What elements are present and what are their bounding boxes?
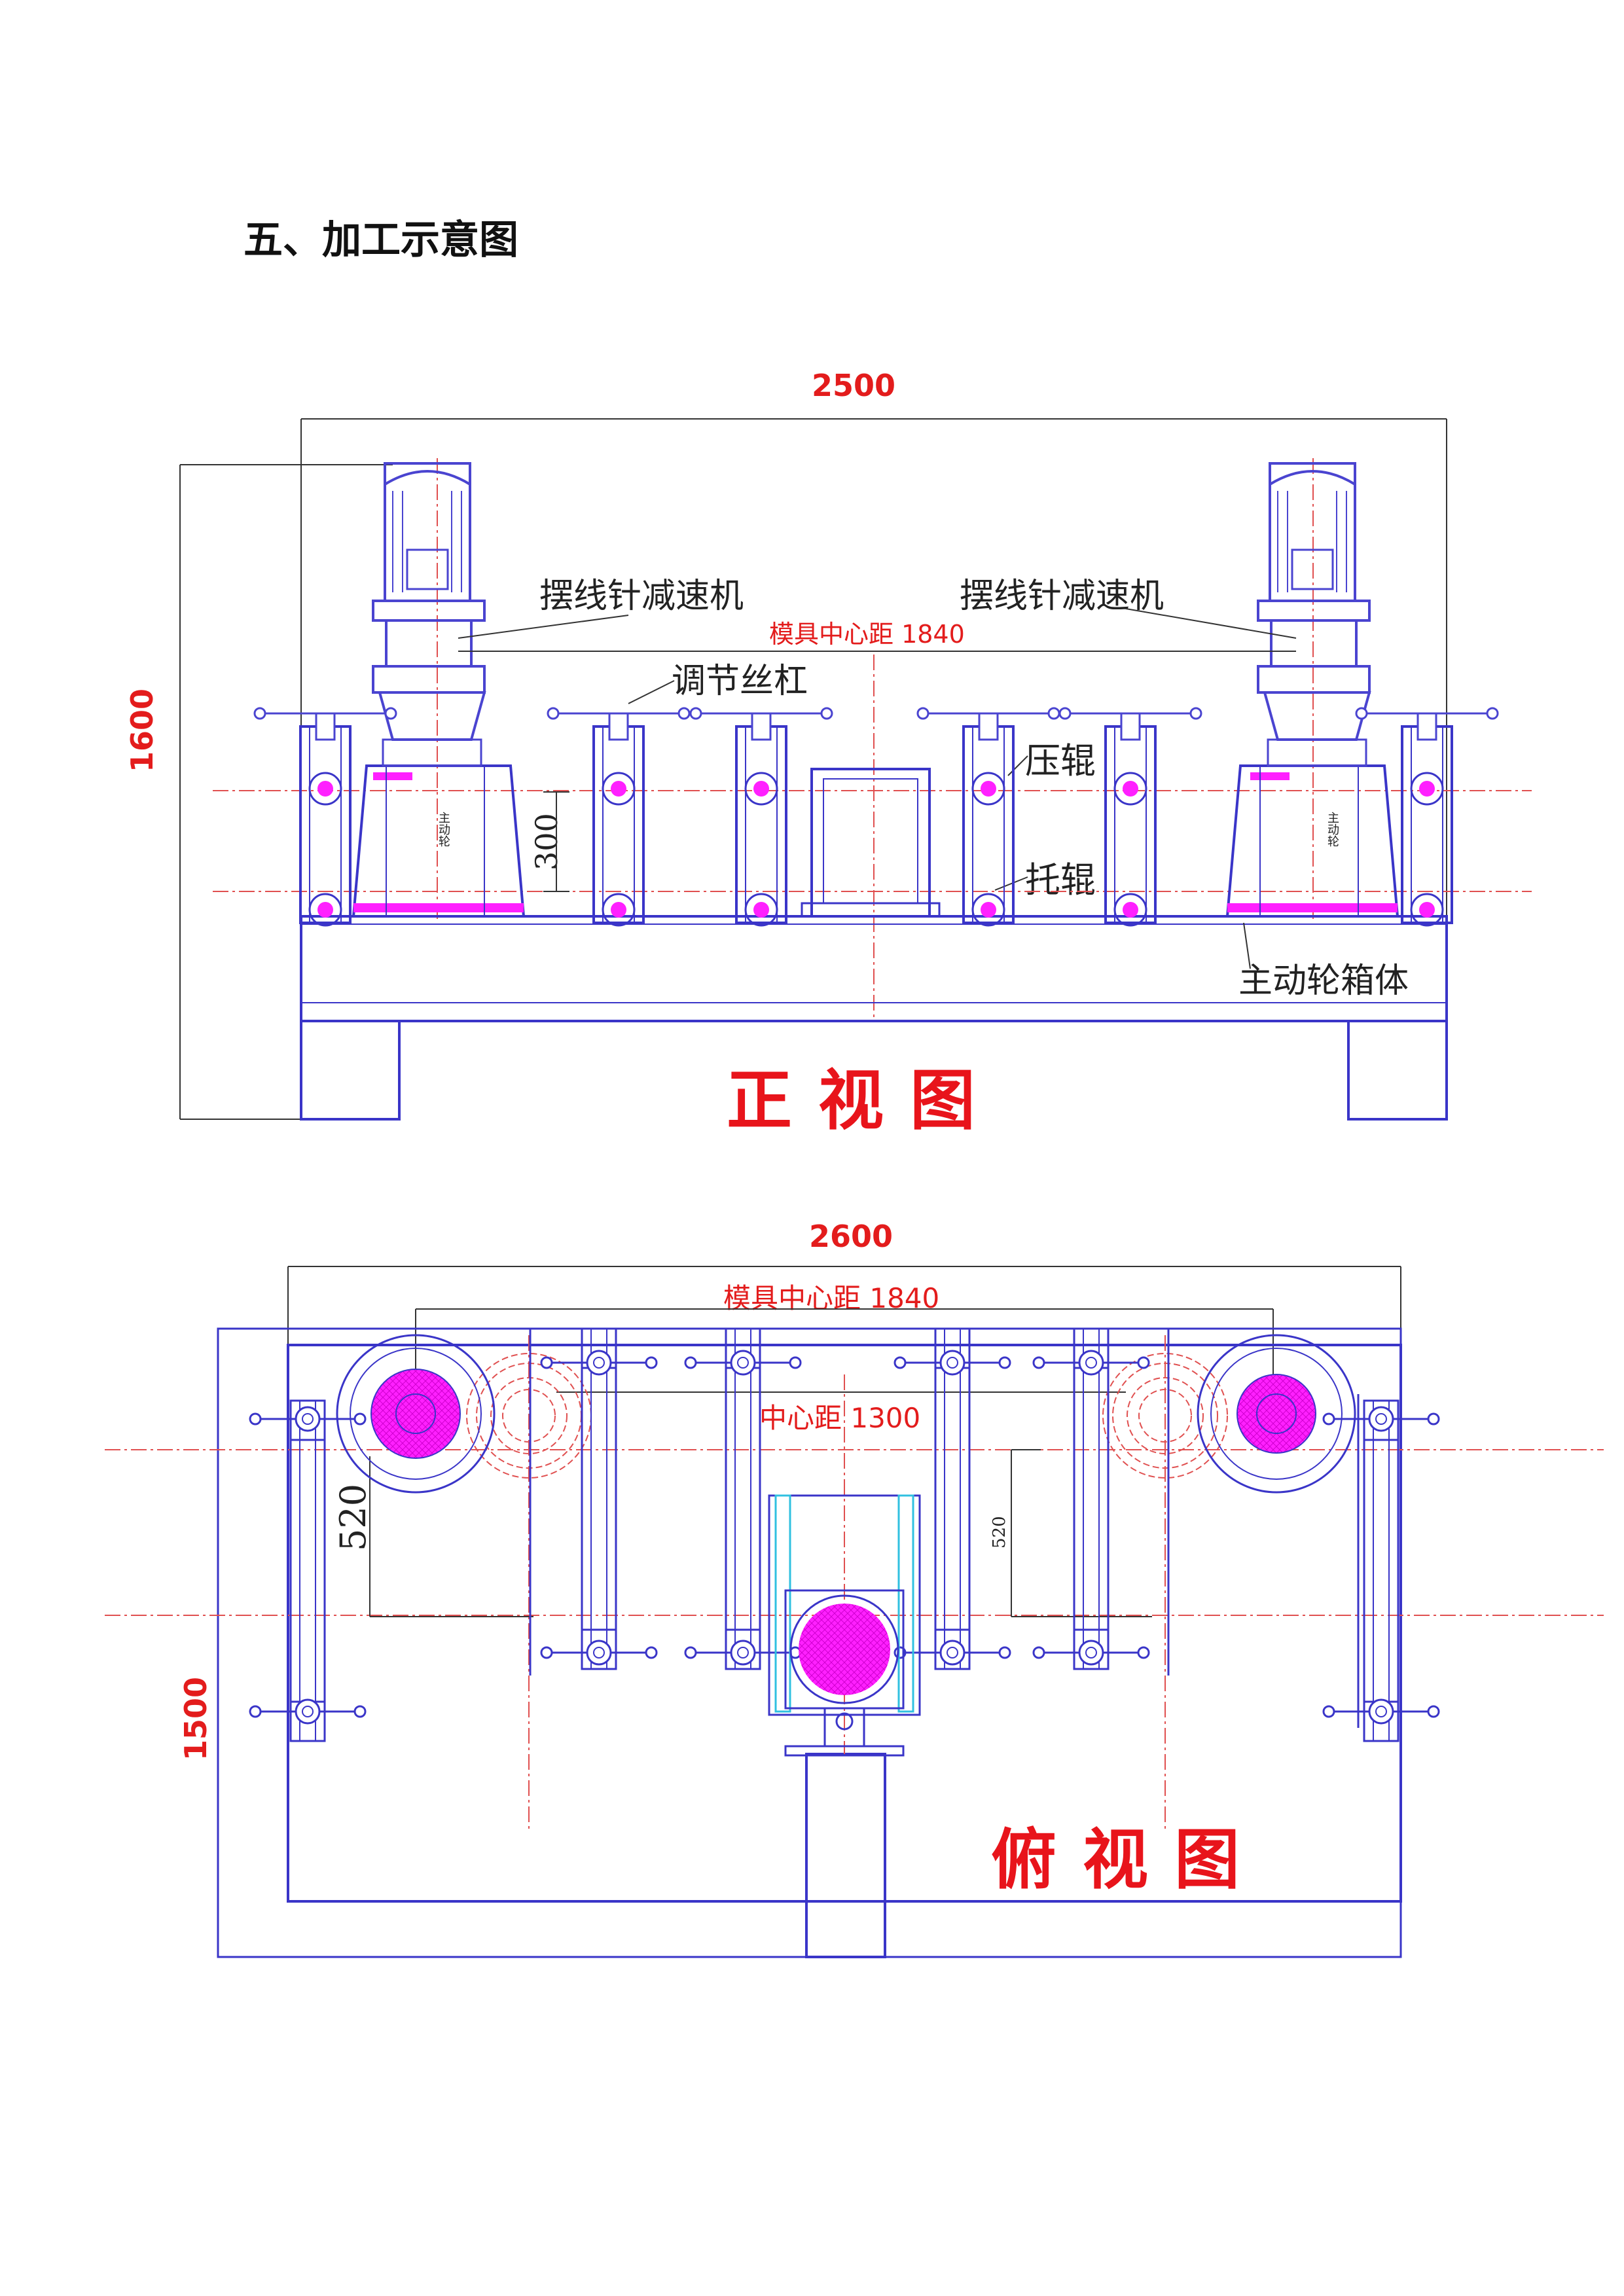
support-roller-label: 托辊	[1025, 859, 1096, 901]
front-die-spacing-label: 模具中心距 1840	[769, 620, 965, 649]
top-view-title: 俯视图	[991, 1821, 1266, 1898]
front-view	[179, 418, 1532, 1121]
adjusting-screw-label: 调节丝杠	[672, 662, 808, 701]
top-width-dimension: 2600	[809, 1219, 893, 1254]
press-roller-label: 压辊	[1025, 740, 1096, 781]
drive-wheel-left-label: 主动轮	[437, 812, 450, 847]
front-width-dimension: 2500	[812, 368, 896, 403]
drive-box-label: 主动轮箱体	[1238, 961, 1409, 1001]
top-center-spacing-label: 中心距 1300	[759, 1402, 921, 1434]
top-view	[105, 1266, 1604, 1958]
section-title: 五、加工示意图	[244, 217, 518, 263]
reducer-left-label: 摆线针减速机	[539, 577, 744, 616]
front-view-title: 正视图	[727, 1062, 1001, 1139]
drive-wheel-right-label: 主动轮	[1326, 812, 1339, 847]
